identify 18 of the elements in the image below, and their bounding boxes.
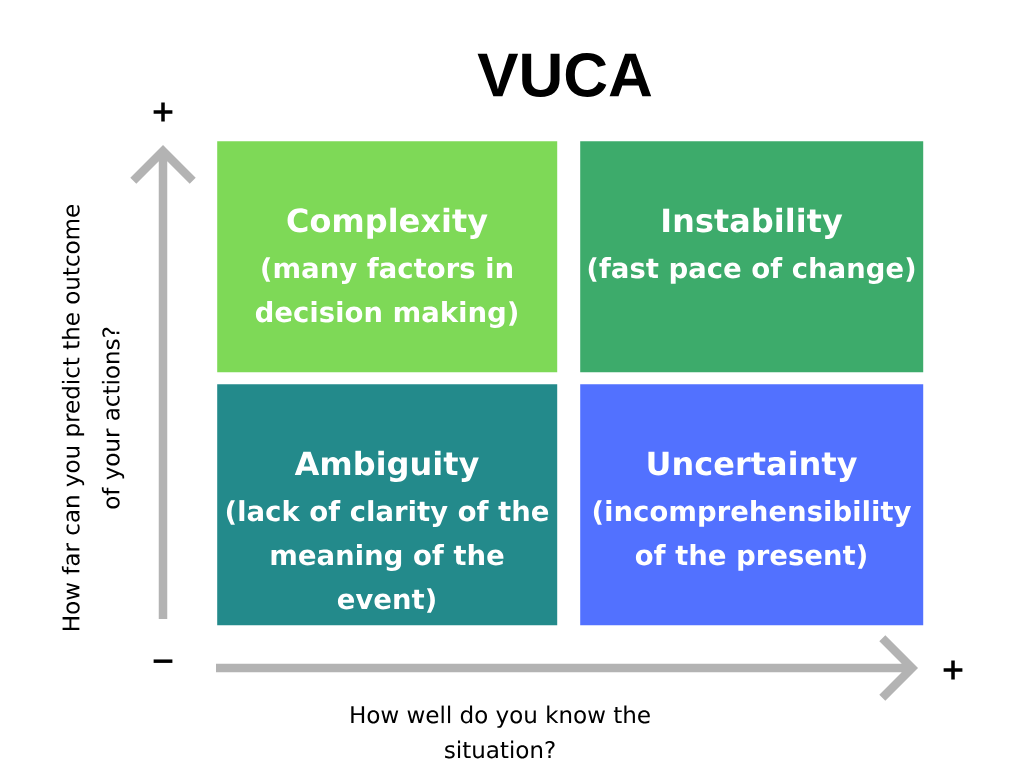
quadrant-box	[217, 384, 558, 626]
quadrant-box	[217, 141, 558, 373]
plus-sign: +	[153, 102, 173, 122]
quadrant-description: (many factors in decision making)	[255, 257, 517, 328]
title: VUCA	[477, 53, 652, 97]
axis-title: How well do you know the situation?	[351, 705, 650, 759]
quadrant-heading: Ambiguity	[294, 450, 479, 482]
quadrant-box	[580, 384, 924, 626]
quadrant-heading: Uncertainty	[648, 450, 857, 482]
quadrant-description: (incomprehensibility of the present)	[593, 500, 911, 571]
quadrant-description: (lack of clarity of the meaning of the event)	[226, 500, 549, 613]
quadrant-description: (fast pace of change)	[588, 257, 915, 284]
plus-sign: +	[943, 660, 963, 680]
minus-sign: −	[153, 659, 173, 663]
axis-title: How far can you predict the outcome of your actions?	[61, 205, 125, 630]
quadrant-box	[580, 141, 924, 373]
quadrant-heading: Instability	[663, 207, 843, 239]
quadrant-heading: Complexity	[287, 207, 488, 239]
